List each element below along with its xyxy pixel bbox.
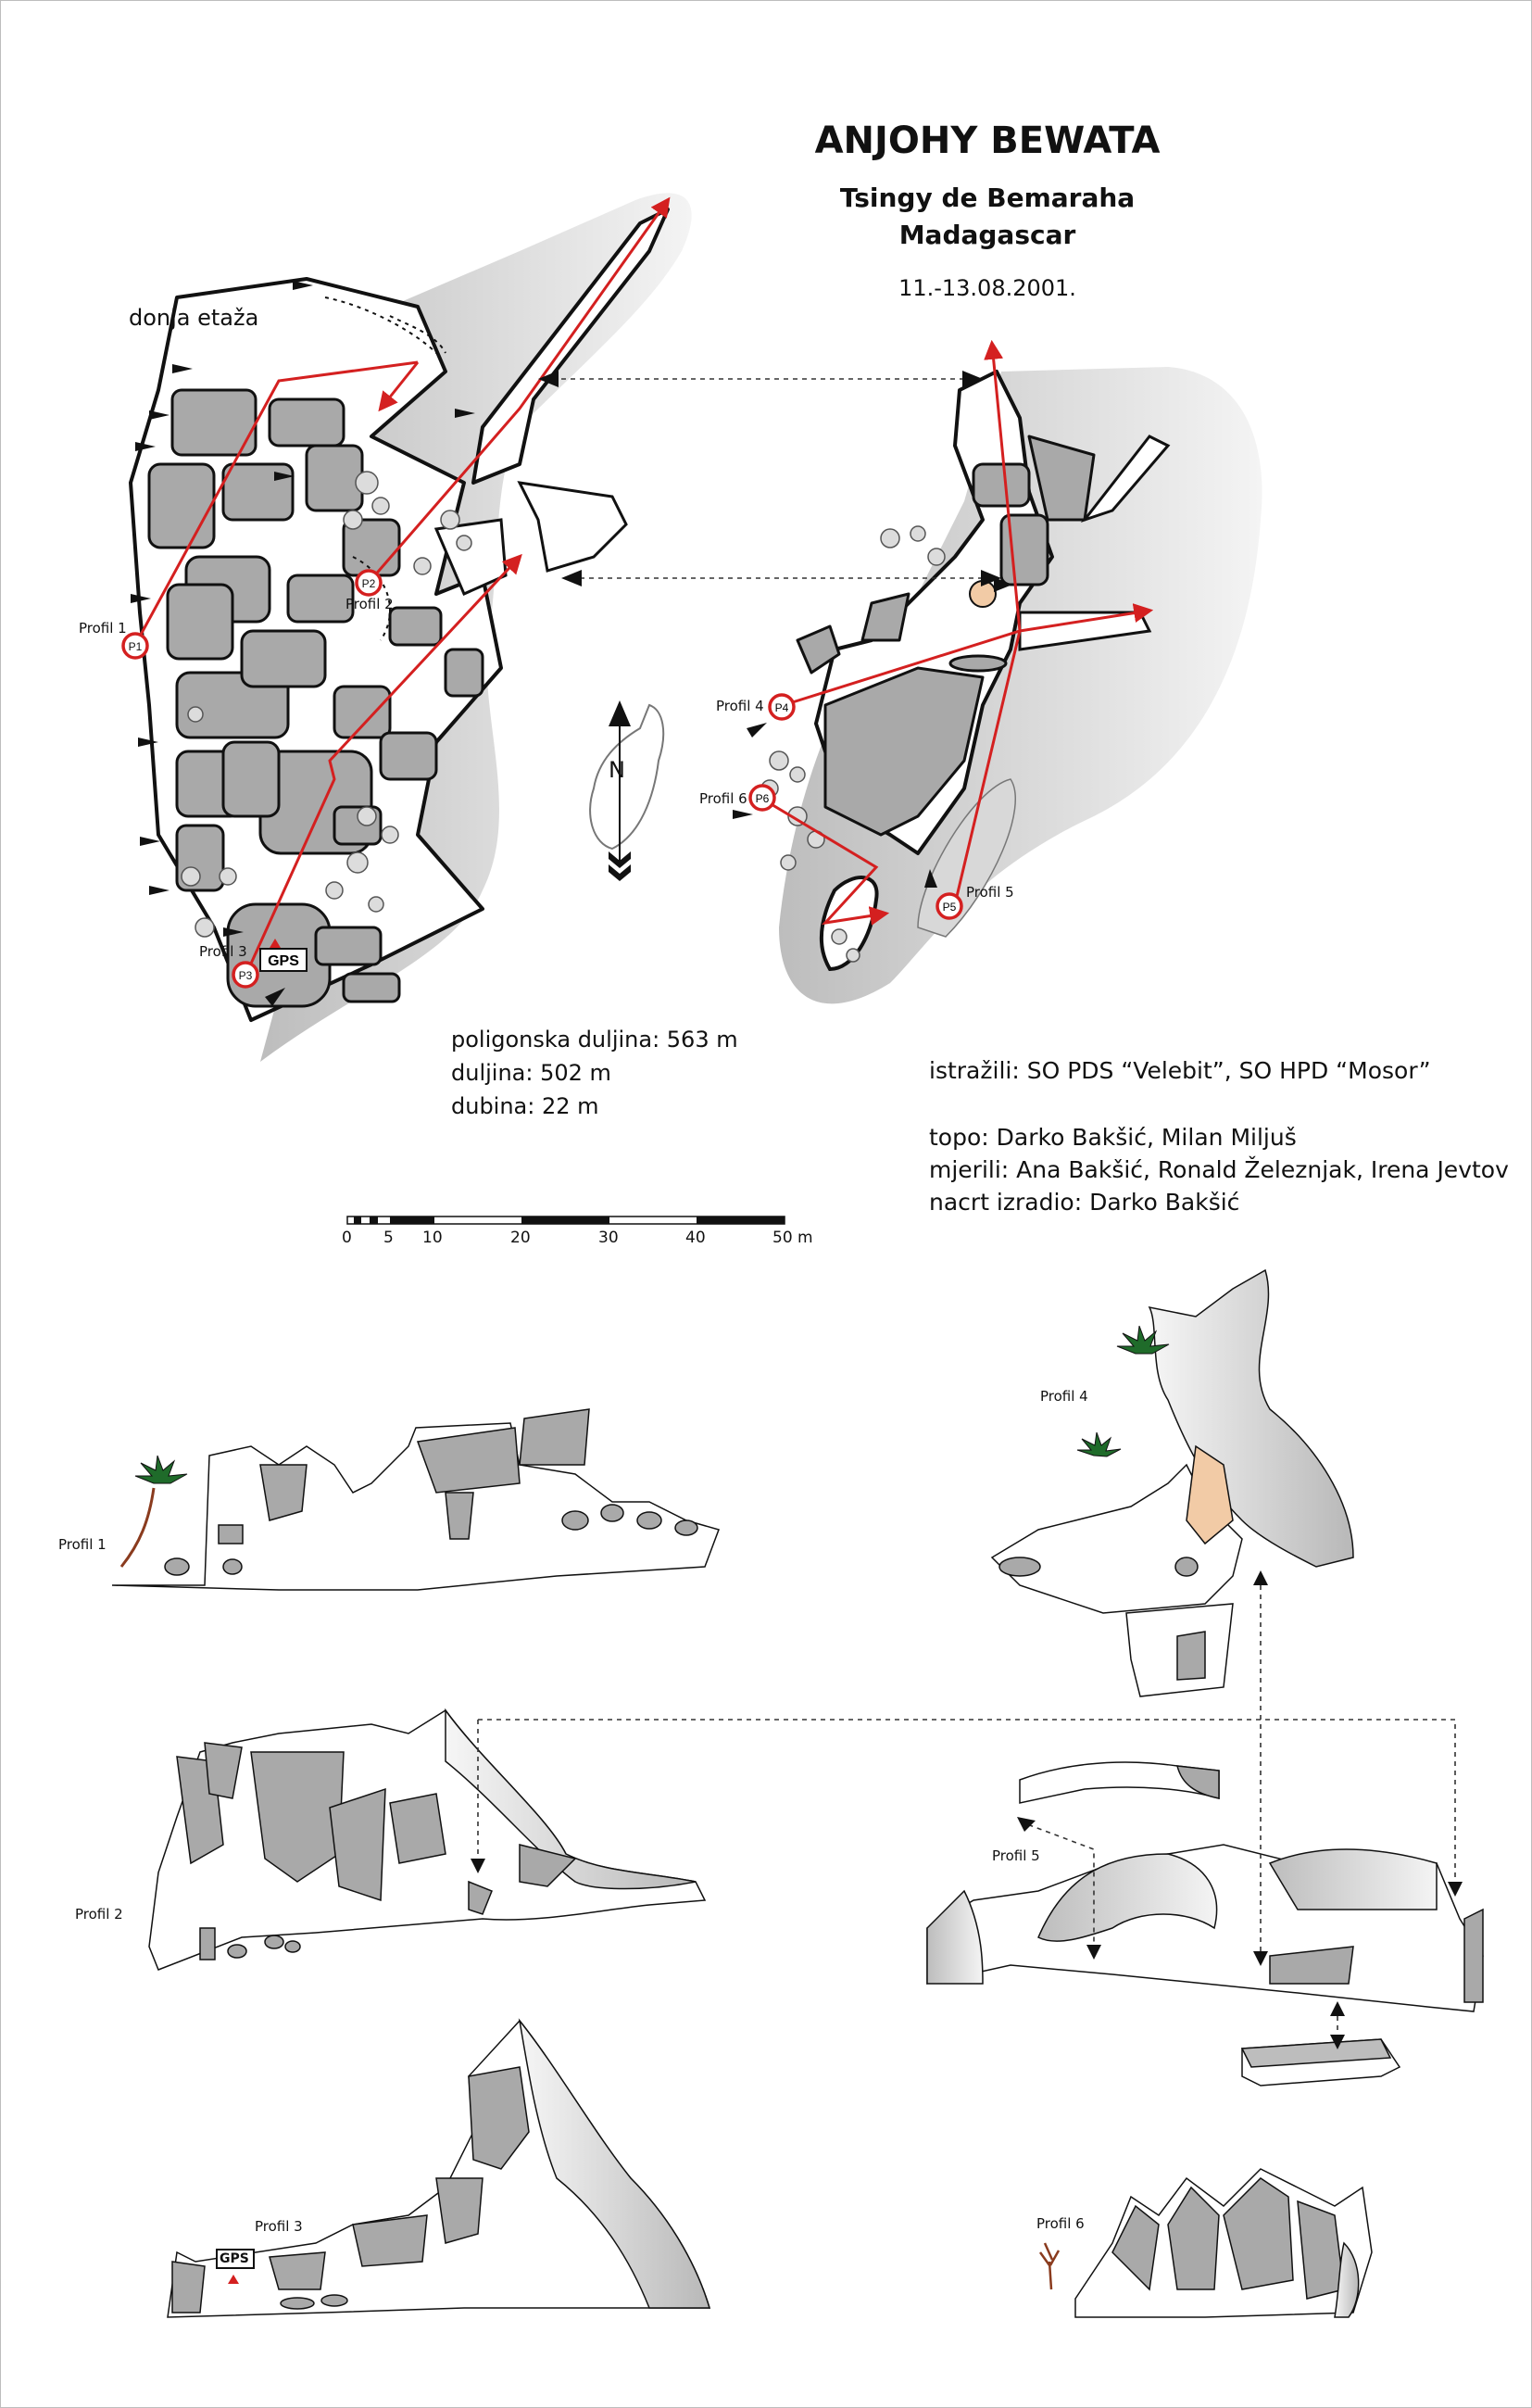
plan-label-profil-3: Profil 3 — [199, 943, 247, 960]
level-label: donja etaža — [129, 305, 259, 331]
gps-marker — [270, 939, 281, 948]
plan-label-profil-5: Profil 5 — [966, 884, 1014, 901]
section-gps-label: GPS — [220, 2251, 249, 2266]
north-arrow — [589, 700, 665, 881]
section-label-profil-4: Profil 4 — [1040, 1388, 1088, 1405]
section-label-profil-2: Profil 2 — [75, 1906, 123, 1923]
scale-tick-20: 20 — [510, 1229, 531, 1247]
point-p1: P1 — [129, 640, 143, 653]
point-p6: P6 — [756, 792, 770, 805]
plan-label-profil-1: Profil 1 — [79, 620, 127, 637]
survey-date: 11.-13.08.2001. — [898, 275, 1076, 301]
plan-label-profil-6: Profil 6 — [699, 790, 747, 807]
cave-depth: dubina: 22 m — [451, 1093, 599, 1119]
point-p3: P3 — [239, 969, 253, 982]
point-p2: P2 — [362, 577, 376, 590]
section-label-profil-3: Profil 3 — [255, 2218, 303, 2235]
scale-bar — [346, 1216, 785, 1225]
point-p4: P4 — [775, 701, 789, 714]
plan-left: P1 P2 P3 GPS — [121, 193, 692, 1062]
cave-length: duljina: 502 m — [451, 1060, 611, 1086]
polygon-length: poligonska duljina: 563 m — [451, 1027, 738, 1053]
profile-6-section — [1038, 2168, 1373, 2318]
plan-label-profil-2: Profil 2 — [345, 596, 394, 612]
scale-tick-10: 10 — [422, 1229, 443, 1247]
north-label: N — [609, 757, 625, 783]
profile-5-section — [926, 1761, 1484, 2087]
point-p5: P5 — [943, 901, 957, 914]
scale-tick-5: 5 — [383, 1229, 394, 1247]
section-label-profil-1: Profil 1 — [58, 1536, 107, 1553]
section-label-profil-5: Profil 5 — [992, 1847, 1040, 1864]
section-label-profil-6: Profil 6 — [1036, 2215, 1085, 2232]
plan-connectors — [543, 378, 997, 579]
plan-right: P4 P6 P5 — [733, 339, 1262, 1004]
subtitle-region: Tsingy de Bemaraha — [839, 183, 1136, 213]
profile-1-section — [111, 1408, 720, 1591]
credit-topo: topo: Darko Bakšić, Milan Miljuš — [929, 1124, 1297, 1151]
subtitle-country: Madagascar — [898, 220, 1076, 250]
scale-tick-30: 30 — [598, 1229, 619, 1247]
scale-tick-50: 50 m — [772, 1229, 813, 1247]
profile-gps-box — [216, 2249, 255, 2269]
map-title: ANJOHY BEWATA — [814, 120, 1161, 162]
profile-4-section — [990, 1268, 1354, 1697]
credit-drawn: nacrt izradio: Darko Bakšić — [929, 1189, 1240, 1216]
plan-label-profil-4: Profil 4 — [716, 698, 764, 714]
gps-label: GPS — [268, 953, 299, 969]
scale-tick-40: 40 — [685, 1229, 706, 1247]
credit-explored: istražili: SO PDS “Velebit”, SO HPD “Mos… — [929, 1057, 1431, 1084]
scale-tick-0: 0 — [342, 1229, 352, 1247]
profile-connectors — [477, 1576, 1456, 2035]
profile-3-section — [167, 2018, 711, 2318]
credit-measured: mjerili: Ana Bakšić, Ronald Železnjak, I… — [929, 1156, 1509, 1183]
gps-box — [259, 948, 308, 972]
profile-2-section — [148, 1708, 707, 1971]
